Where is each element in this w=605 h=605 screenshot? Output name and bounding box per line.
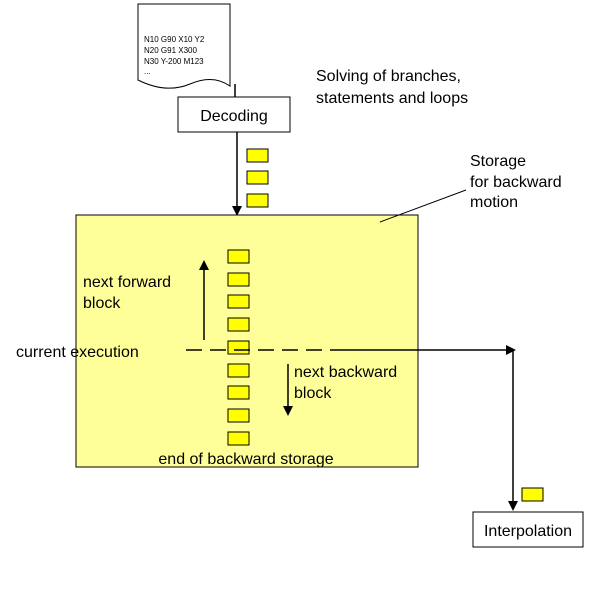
queue-block	[246, 148, 269, 163]
decoding-label: Decoding	[200, 108, 268, 125]
stored-block	[227, 294, 250, 309]
end-storage-label: end of backward storage	[158, 451, 333, 468]
stored-block	[227, 408, 250, 423]
next-forward-label-line-1: next forward	[83, 274, 171, 291]
backward-arrow-head	[283, 406, 293, 416]
execution-output-arrow-head	[506, 345, 516, 355]
current-execution-label: current execution	[16, 344, 139, 361]
next-forward-label-line-2: block	[83, 295, 121, 312]
storage-label-line-1: Storage	[470, 153, 526, 170]
stored-block	[227, 431, 250, 446]
storage-label-line-3: motion	[470, 194, 518, 211]
solving-text-line-1: Solving of branches,	[316, 68, 461, 85]
next-backward-label-line-1: next backward	[294, 364, 397, 381]
gcode-line-3: N30 Y-200 M123	[144, 57, 204, 66]
gcode-line-2: N20 G91 X300	[144, 46, 197, 55]
next-backward-label-line-2: block	[294, 385, 332, 402]
interpolation-queue-block	[521, 487, 544, 502]
decode-arrow-head	[232, 206, 242, 216]
stored-block	[227, 317, 250, 332]
interpolation-box	[472, 511, 584, 548]
interpolation-label: Interpolation	[484, 523, 572, 540]
gcode-line-1: N10 G90 X10 Y2	[144, 35, 205, 44]
stored-block-current	[227, 340, 250, 355]
stored-block	[227, 385, 250, 400]
forward-arrow-head	[199, 260, 209, 270]
stored-block	[227, 249, 250, 264]
queue-block	[246, 170, 269, 185]
interpolation-feed-arrow-head	[508, 501, 518, 511]
stored-block	[227, 363, 250, 378]
storage-label-line-2: for backward	[470, 174, 562, 191]
queue-block	[246, 193, 269, 208]
gcode-line-4: ...	[144, 67, 151, 76]
decoding-box	[177, 96, 291, 133]
gcode-document	[137, 3, 231, 89]
solving-text-line-2: statements and loops	[316, 90, 468, 107]
stored-block	[227, 272, 250, 287]
storage-pointer-line	[379, 189, 467, 223]
